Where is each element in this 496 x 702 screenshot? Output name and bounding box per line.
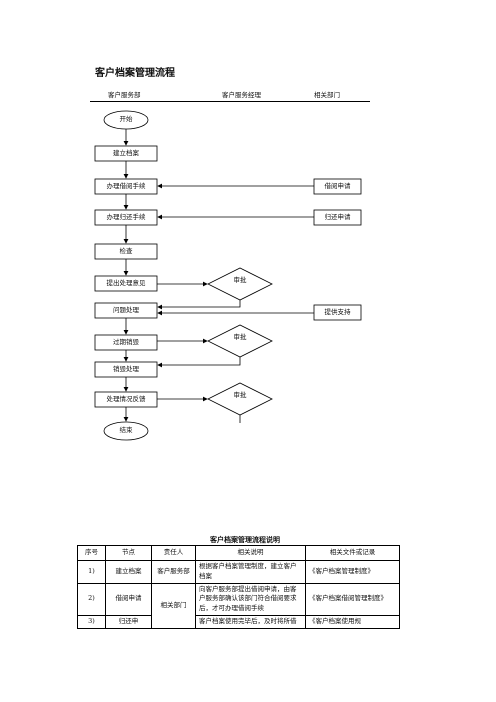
step-opinion-label: 提出处理意见 (106, 279, 146, 287)
col-desc: 相关说明 (195, 545, 306, 561)
step-create-label: 建立档案 (113, 149, 139, 157)
col-node: 节点 (105, 545, 152, 561)
table-header-row: 序号 节点 责任人 相关说明 相关文件或记录 (77, 545, 400, 561)
box-support (313, 304, 362, 321)
cell-desc: 向客户服务部提出借阅申请，由客户服务部确认该部门符合借阅要求后，才可办理借阅手续 (195, 582, 306, 616)
table-title: 客户档案管理流程说明 (210, 536, 280, 544)
diamond-approve-1 (207, 267, 273, 301)
col-no: 序号 (77, 545, 106, 561)
cell-doc: 《客户档案使用规 (305, 614, 400, 629)
cell-no: 1) (77, 560, 106, 584)
approve-3-label: 审批 (233, 391, 247, 399)
col-doc: 相关文件或记录 (305, 545, 400, 561)
cell-no: 3) (77, 614, 106, 629)
box-return-apply (313, 209, 362, 226)
end-ellipse (103, 421, 149, 441)
approve-2-label: 审批 (233, 333, 247, 341)
cell-no: 2) (77, 582, 106, 616)
cell-owner: 相关部门 (151, 582, 196, 629)
box-borrow-apply (313, 178, 362, 195)
page-title: 客户档案管理流程 (95, 68, 175, 79)
cell-owner: 客户服务部 (151, 560, 196, 584)
step-borrow-label: 办理借阅手续 (106, 182, 146, 190)
end-label: 结束 (119, 426, 133, 434)
cell-doc: 《客户档案管理制度》 (305, 560, 400, 584)
cell-desc: 根据客户档案管理制度，建立客户档案 (195, 560, 306, 584)
box-opinion (94, 275, 158, 292)
diamond-approve-2 (207, 324, 273, 358)
step-check-label: 检查 (119, 247, 133, 255)
dept-borrow-apply-label: 借阅申请 (324, 182, 351, 190)
lane-customer-service: 客户服务部 (108, 91, 141, 99)
cell-node: 借阅申请 (105, 582, 152, 616)
lane-related-dept: 相关部门 (314, 91, 340, 99)
start-label: 开始 (119, 115, 133, 123)
step-return-label: 办理归还手续 (106, 213, 146, 221)
approve-1-label: 审批 (233, 276, 247, 284)
lane-divider (90, 101, 370, 102)
step-destroy-label: 销毁处理 (113, 365, 139, 373)
step-expire-label: 过期销毁 (113, 338, 139, 346)
diamond-approve-3 (207, 382, 273, 416)
cell-node: 归还申 (105, 614, 152, 629)
cell-doc: 《客户档案借阅管理制度》 (305, 582, 400, 616)
dept-return-apply-label: 归还申请 (324, 213, 351, 221)
step-feedback-label: 处理情况反馈 (106, 395, 146, 403)
process-table: 序号 节点 责任人 相关说明 相关文件或记录 1) 建立档案 客户服务部 根据客… (77, 545, 400, 629)
table-row: 2) 借阅申请 相关部门 向客户服务部提出借阅申请，由客户服务部确认该部门符合借… (77, 582, 400, 629)
col-owner: 责任人 (151, 545, 196, 561)
cell-desc: 客户档案使用完毕后，及时将所借 (195, 614, 306, 629)
dept-support-label: 提供支持 (324, 308, 351, 316)
lane-cs-manager: 客户服务经理 (222, 91, 261, 99)
cell-node: 建立档案 (105, 560, 152, 584)
table-row: 3) 归还申 客户档案使用完毕后，及时将所借 《客户档案使用规 (77, 614, 400, 629)
table-row: 1) 建立档案 客户服务部 根据客户档案管理制度，建立客户档案 《客户档案管理制… (77, 560, 400, 584)
step-problem-label: 问题处理 (113, 306, 139, 314)
